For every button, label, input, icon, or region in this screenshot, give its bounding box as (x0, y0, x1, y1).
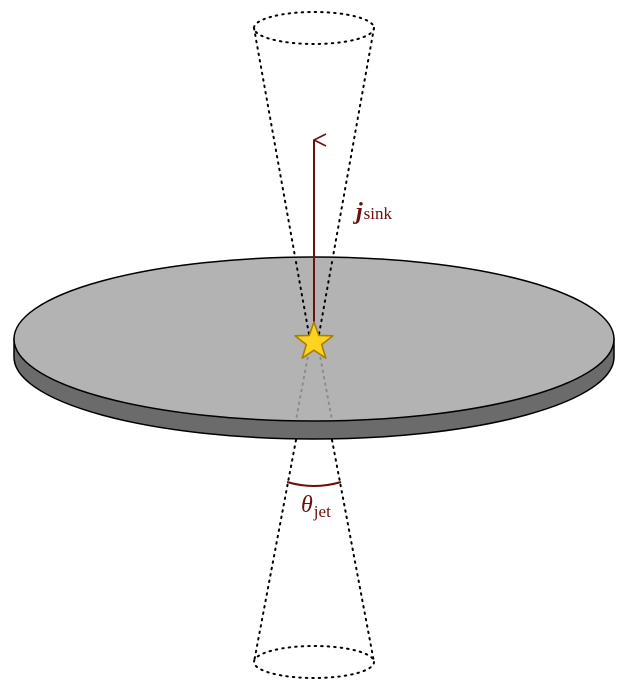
upper-jet-cone (253, 11, 375, 341)
upper-cone-top-rim (253, 11, 375, 45)
jet-angle-label: θjet (301, 492, 331, 521)
upper-cone-over-disk (295, 261, 333, 341)
lower-cone-bottom-rim (253, 645, 375, 679)
star-icon (294, 321, 334, 360)
jet-angle-arc (286, 481, 342, 487)
sink-vector-symbol: j (352, 199, 363, 225)
angle-subscript: jet (313, 502, 331, 521)
upper-cone-right-edge (317, 27, 375, 341)
upper-cone-left-edge (253, 27, 311, 341)
angle-symbol: θ (301, 492, 313, 518)
sink-vector-label: jsink (352, 199, 393, 225)
lower-jet-cone (253, 439, 375, 679)
lower-cone-behind-disk (295, 344, 333, 421)
lower-cone-left-edge (253, 439, 297, 663)
lower-cone-right-edge (331, 439, 375, 663)
sink-vector-subscript: sink (364, 204, 393, 223)
